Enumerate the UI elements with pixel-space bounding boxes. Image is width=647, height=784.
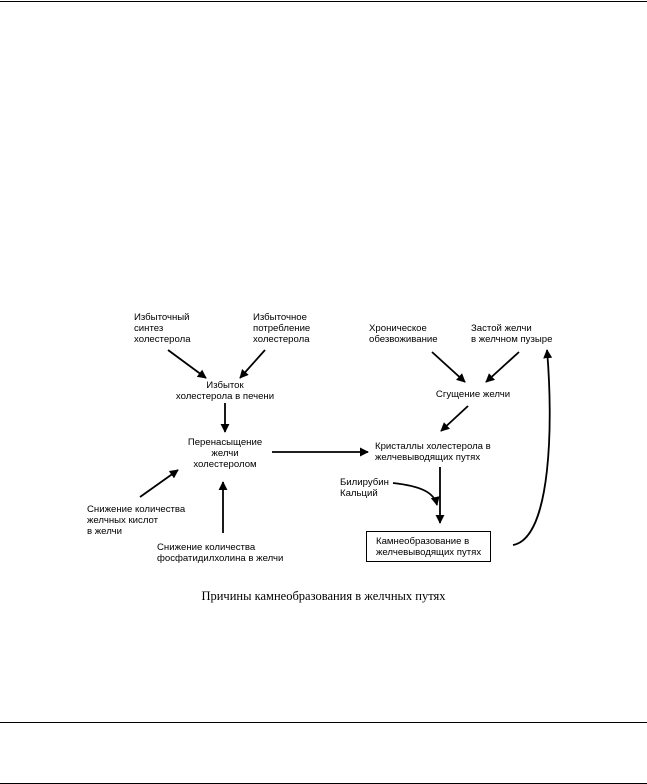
arrow-stones-to-stasis <box>512 349 553 546</box>
top-rule <box>0 1 647 2</box>
node-excess-intake: Избыточное потребление холестерола <box>253 312 311 345</box>
arrow-bileacids-to-supersaturation <box>139 469 179 498</box>
node-bile-thickening: Сгущение желчи <box>435 389 511 400</box>
node-excess-synthesis: Избыточный синтез холестерола <box>134 312 191 345</box>
arrow-stasis-to-thickening <box>485 351 520 383</box>
arrow-bilirubin-to-stones <box>392 482 440 506</box>
footer-rule-top <box>0 722 647 723</box>
node-liver-cholesterol-excess: Избыток холестерола в печени <box>175 380 275 402</box>
node-stone-formation: Камнеобразование в желчевыводящих путях <box>366 531 492 562</box>
arrow-dehydration-to-thickening <box>431 351 466 383</box>
node-bile-acids-decrease: Снижение количества желчных кислот в жел… <box>87 504 186 537</box>
figure-caption: Причины камнеобразования в желчных путях <box>201 589 446 603</box>
node-cholesterol-crystals: Кристаллы холестерола в желчевыводящих п… <box>375 441 491 463</box>
node-chronic-dehydration: Хроническое обезвоживание <box>369 323 438 345</box>
node-phosphatidylcholine-decrease: Снижение количества фосфатидилхолина в ж… <box>157 542 284 564</box>
node-bile-supersaturation: Перенасыщение желчи холестеролом <box>187 437 263 470</box>
node-bile-stasis: Застой желчи в желчном пузыре <box>471 323 553 345</box>
arrow-thickening-to-crystals <box>440 405 469 432</box>
arrow-intake-to-liver <box>239 349 266 379</box>
arrow-synthesis-to-liver <box>167 349 207 379</box>
node-bilirubin-calcium: Билирубин Кальций <box>340 477 389 499</box>
